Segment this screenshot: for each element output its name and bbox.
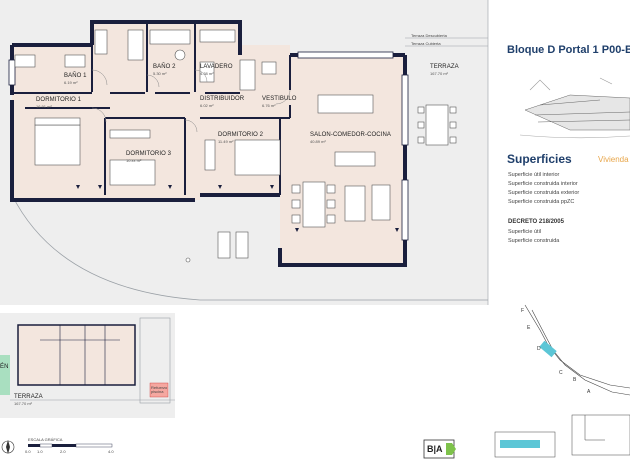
fixtures (14, 29, 277, 91)
sup-row-2: Superficie construida interior (508, 181, 578, 187)
decreto-title: DECRETO 218/2005 (508, 219, 564, 225)
room-vestibulo-area: 6.76 m² (262, 103, 276, 108)
scale-tick-2: 2.0 (60, 449, 66, 454)
room-dormitorio3-name: DORMITORIO 3 (126, 151, 172, 157)
mini-jardin-label: ÉN (0, 364, 9, 370)
scale-tick-3: 4.0 (108, 449, 114, 454)
room-salon-area: 40.89 m² (310, 139, 326, 144)
windows (8, 51, 409, 241)
room-bano1-area: 6.19 m² (64, 80, 78, 85)
block-letter-f: F (521, 308, 525, 314)
building-render (519, 77, 630, 139)
block-letter-d: D (537, 346, 541, 352)
room-dormitorio3-area: 10.xx m² (126, 158, 142, 163)
note-terraza-cubierta: Terraza Cubierta (411, 41, 441, 46)
room-dormitorio1-name: DORMITORIO 1 (36, 97, 82, 103)
panel-title: Bloque D Portal 1 P00-B (507, 44, 630, 56)
north-compass-icon (1, 440, 15, 454)
furniture (34, 94, 457, 263)
scale-bar (28, 443, 113, 448)
elevation-markers (76, 185, 399, 232)
block-letter-b: B (573, 377, 577, 383)
room-salon-name: SALON-COMEDOR-COCINA (310, 132, 392, 138)
sup-row-4: Superficie construida ppZC (508, 199, 575, 205)
interior-walls (12, 22, 291, 195)
scale-tick-1: 1.0 (37, 449, 43, 454)
room-terraza-name: TERRAZA (430, 64, 459, 70)
scale-label: ESCALA GRÁFICA (28, 437, 63, 442)
sup-row-3: Superficie construida exterior (508, 190, 580, 196)
mini-refuerzo-label: Refuerzo piscina (151, 385, 168, 394)
room-vestibulo-name: VESTIBULO (262, 96, 297, 102)
terrace-edge (11, 194, 488, 301)
note-terraza-descubierta: Terraza Descubierta (411, 33, 447, 38)
room-bano2-name: BAÑO 2 (153, 64, 176, 70)
decreto-row-1: Superficie útil (508, 229, 542, 235)
sup-row-1: Superficie útil interior (508, 172, 560, 178)
mini-plan (0, 313, 175, 418)
room-dormitorio2-area: 11.49 m² (218, 139, 234, 144)
decreto-row-2: Superficie construida (508, 238, 560, 244)
room-dormitorio2-name: DORMITORIO 2 (218, 132, 264, 138)
room-bano2-area: 5.30 m² (153, 71, 167, 76)
room-dormitorio1-area: 16.91 m² (36, 104, 52, 109)
room-terraza-area: 167.70 m² (430, 71, 449, 76)
site-plan (494, 304, 630, 458)
energy-badge-text: B|A (427, 444, 443, 454)
doors (91, 69, 291, 133)
mini-terraza-area: 167.70 m² (14, 401, 33, 406)
room-lavadero-area: 4.38 m² (200, 71, 214, 76)
room-bano1-name: BAÑO 1 (64, 73, 87, 79)
energy-badge-icon (423, 439, 456, 459)
block-letter-e: E (527, 325, 531, 331)
block-letter-c: C (559, 370, 563, 376)
block-letter-a: A (587, 389, 591, 395)
room-distribuidor-name: DISTRIBUIDOR (200, 96, 245, 102)
room-distribuidor-area: 6.02 m² (200, 103, 214, 108)
superficies-title: Superficies (507, 152, 572, 166)
mini-terraza-label: TERRAZA (14, 394, 43, 400)
superficies-tab: Vivienda (598, 155, 629, 164)
room-lavadero-name: LAVADERO (200, 64, 233, 70)
scale-tick-0: 0.0 (25, 449, 31, 454)
